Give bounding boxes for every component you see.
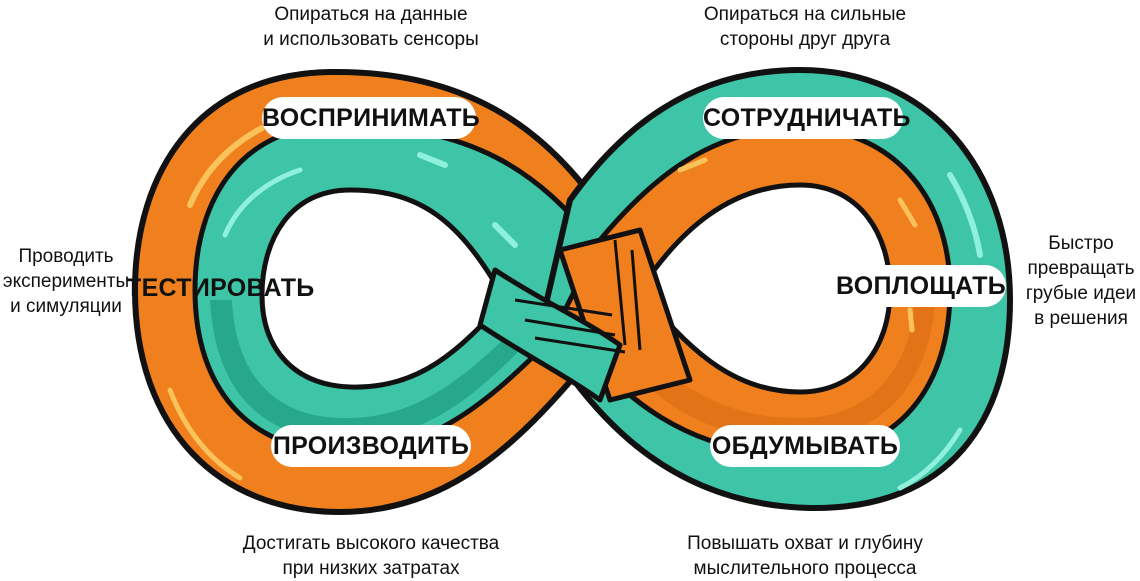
crossing	[477, 227, 693, 403]
right-loop-highlight	[677, 157, 708, 173]
caption-line: Опираться на данные	[274, 4, 468, 25]
caption-line: стороны друг друга	[719, 29, 891, 50]
right-loop-highlight	[897, 427, 963, 491]
caption-line: эксперименты	[2, 271, 130, 292]
crossing-stripe	[613, 239, 627, 346]
caption-line: Опираться на сильные	[703, 4, 907, 25]
stage-embody-label: ВОПЛОЩАТЬ	[836, 265, 1006, 307]
caption-bottom-right: Повышать охват и глубину мыслительного п…	[665, 531, 945, 581]
caption-line: превращать	[1027, 258, 1135, 279]
caption-line: Достигать высокого качества	[242, 533, 500, 554]
stage-produce-label: ПРОИЗВОДИТЬ	[271, 425, 471, 467]
left-loop-teal-shade	[210, 300, 520, 441]
caption-top-right: Опираться на сильные стороны друг друга	[680, 2, 930, 52]
crossing-stripe	[630, 249, 642, 351]
right-loop-highlight	[907, 307, 915, 333]
caption-line: и симуляции	[10, 296, 122, 317]
caption-line: Проводить	[18, 246, 114, 267]
left-loop-highlight	[417, 152, 448, 168]
crossing-teal-over	[477, 267, 623, 403]
caption-line: мыслительного процесса	[693, 558, 917, 579]
crossing-stripe	[534, 336, 626, 354]
left-loop-hole	[259, 187, 508, 390]
left-loop-highlight	[187, 125, 265, 208]
crossing-stripe	[514, 298, 613, 317]
right-loop	[537, 67, 1013, 512]
crossing-stripe	[524, 318, 616, 337]
caption-bottom-left: Достигать высокого качества при низких з…	[226, 531, 516, 581]
caption-line: при низких затратах	[282, 558, 460, 579]
left-loop-highlight	[492, 222, 518, 248]
caption-line: Повышать охват и глубину	[687, 533, 923, 554]
right-loop-highlight	[897, 197, 918, 228]
caption-line: и использовать сенсоры	[263, 29, 479, 50]
stage-test-label: ТЕСТИРОВАТЬ	[126, 274, 315, 302]
caption-line: грубые идеи	[1025, 283, 1137, 304]
caption-left: Проводить эксперименты и симуляции	[0, 244, 132, 319]
stage-collaborate-label: СОТРУДНИЧАТЬ	[703, 97, 911, 139]
stage-think-label: ОБДУМЫВАТЬ	[710, 425, 900, 467]
right-loop-orange-shade	[640, 300, 935, 440]
left-loop-highlight	[167, 387, 243, 481]
caption-line: Быстро	[1048, 233, 1114, 254]
right-loop-highlight	[947, 172, 983, 258]
stage-perceive-label: ВОСПРИНИМАТЬ	[262, 97, 480, 139]
caption-top-left: Опираться на данные и использовать сенсо…	[246, 2, 496, 52]
left-loop-highlight	[222, 167, 303, 238]
caption-right: Быстро превращать грубые идеи в решения	[1022, 231, 1140, 331]
caption-line: в решения	[1034, 308, 1128, 329]
